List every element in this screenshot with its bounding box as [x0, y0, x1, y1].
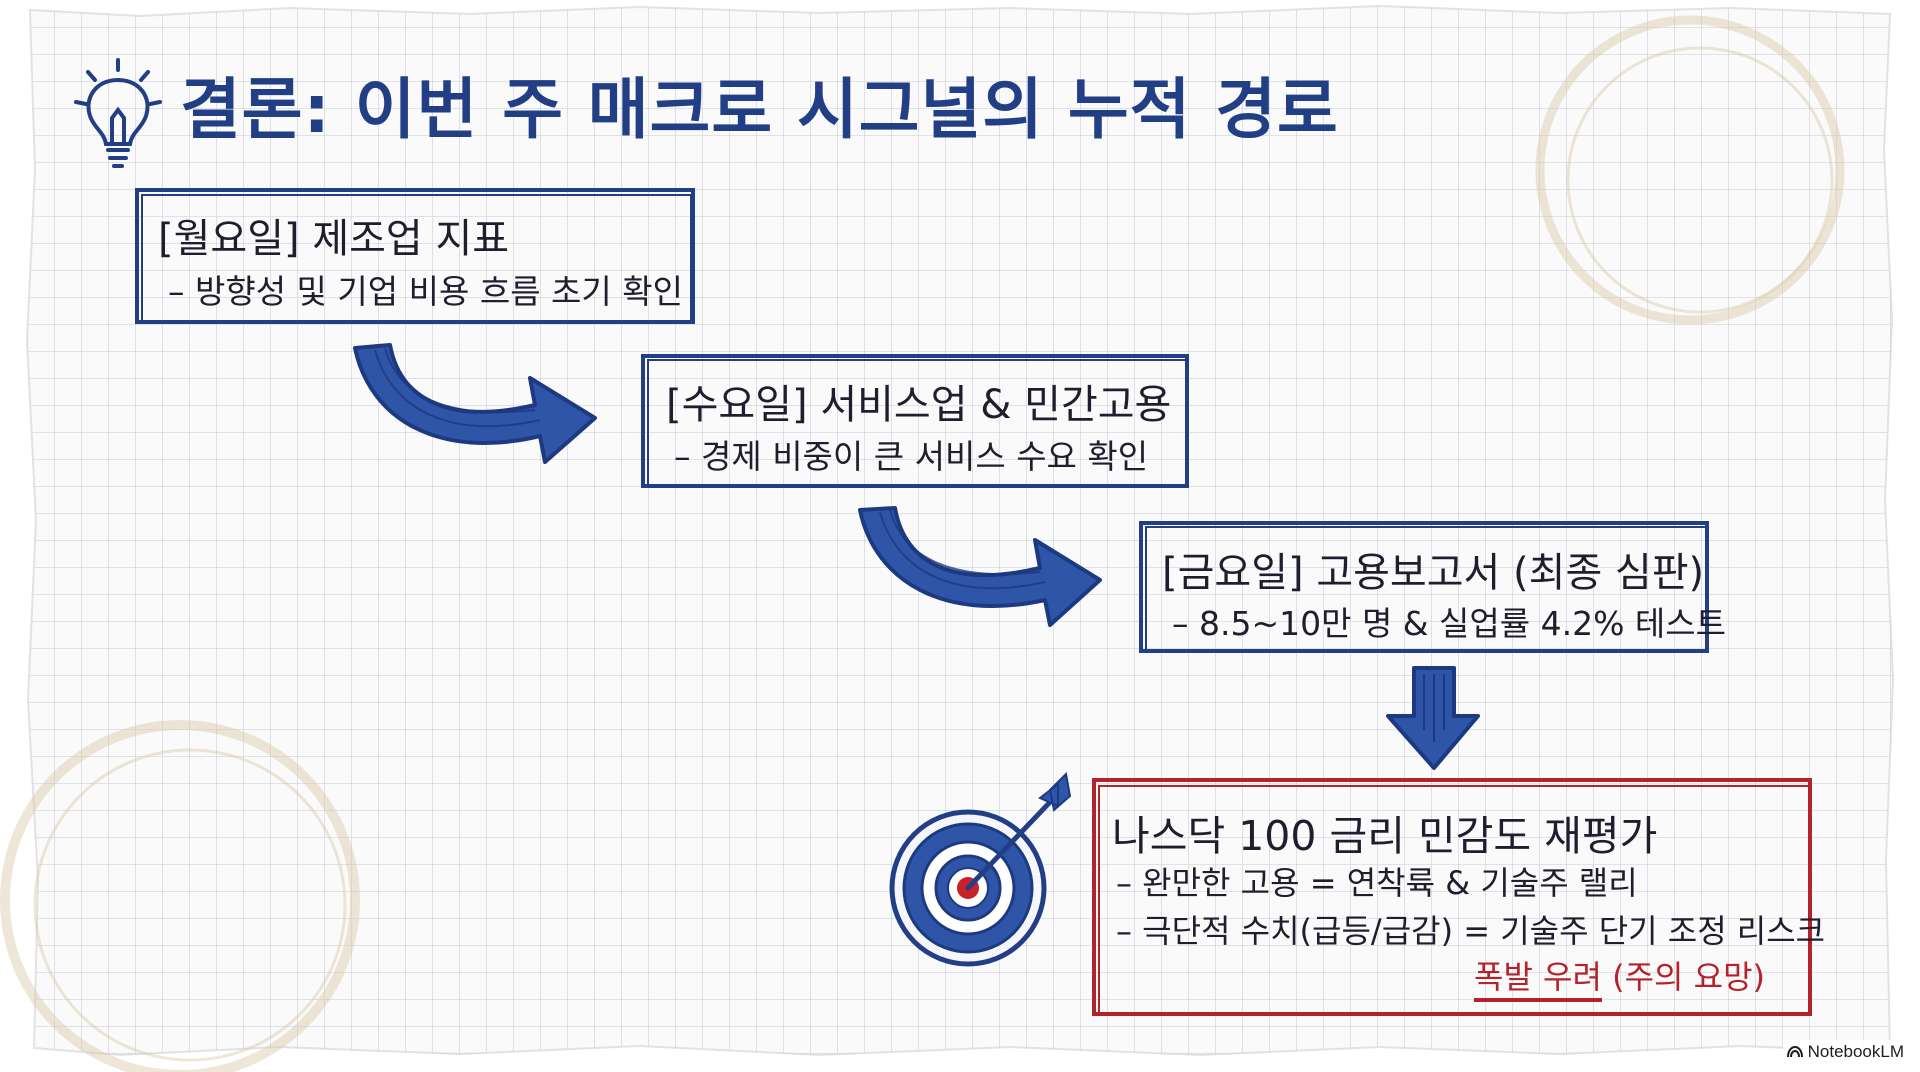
- coffee-stain-top-right: [1535, 15, 1845, 325]
- arrow-down-icon: [1386, 666, 1480, 770]
- notebooklm-logo-icon: [1786, 1046, 1803, 1058]
- step-box-wednesday: [641, 354, 1189, 488]
- warning-note: (주의 요망): [1612, 958, 1766, 996]
- page-title: 결론: 이번 주 매크로 시그널의 누적 경로: [180, 71, 1339, 148]
- step-sub-monday: – 방향성 및 기업 비용 흐름 초기 확인: [168, 272, 683, 311]
- warning-emphasis: 폭발 우려: [1474, 958, 1602, 1002]
- step-box-friday: [1139, 521, 1709, 653]
- conclusion-title: 나스닥 100 금리 민감도 재평가: [1112, 812, 1658, 860]
- conclusion-warning: 폭발 우려 (주의 요망): [1474, 952, 1766, 1002]
- conclusion-box: [1092, 778, 1812, 1016]
- step-sub-wednesday: – 경제 비중이 큰 서비스 수요 확인: [674, 437, 1149, 476]
- coffee-stain-bottom-left: [0, 720, 360, 1072]
- target-icon: [889, 771, 1072, 967]
- lightbulb-icon: [74, 58, 162, 168]
- step-box-monday: [135, 188, 695, 324]
- conclusion-line-1: – 완만한 고용 = 연착륙 & 기술주 랠리: [1116, 864, 1638, 902]
- arrow-wednesday-to-friday-icon: [858, 506, 1102, 627]
- notebooklm-badge: NotebookLM: [1782, 1040, 1910, 1064]
- conclusion-line-2: – 극단적 수치(급등/급감) = 기술주 단기 조정 리스크: [1116, 912, 1826, 950]
- step-title-monday: [월요일] 제조업 지표: [158, 216, 510, 262]
- arrow-monday-to-wednesday-icon: [353, 343, 597, 464]
- step-title-friday: [금요일] 고용보고서 (최종 심판): [1162, 550, 1705, 596]
- brand-label: NotebookLM: [1807, 1042, 1904, 1061]
- step-sub-friday: – 8.5~10만 명 & 실업률 4.2% 테스트: [1172, 604, 1727, 643]
- step-title-wednesday: [수요일] 서비스업 & 민간고용: [666, 382, 1172, 428]
